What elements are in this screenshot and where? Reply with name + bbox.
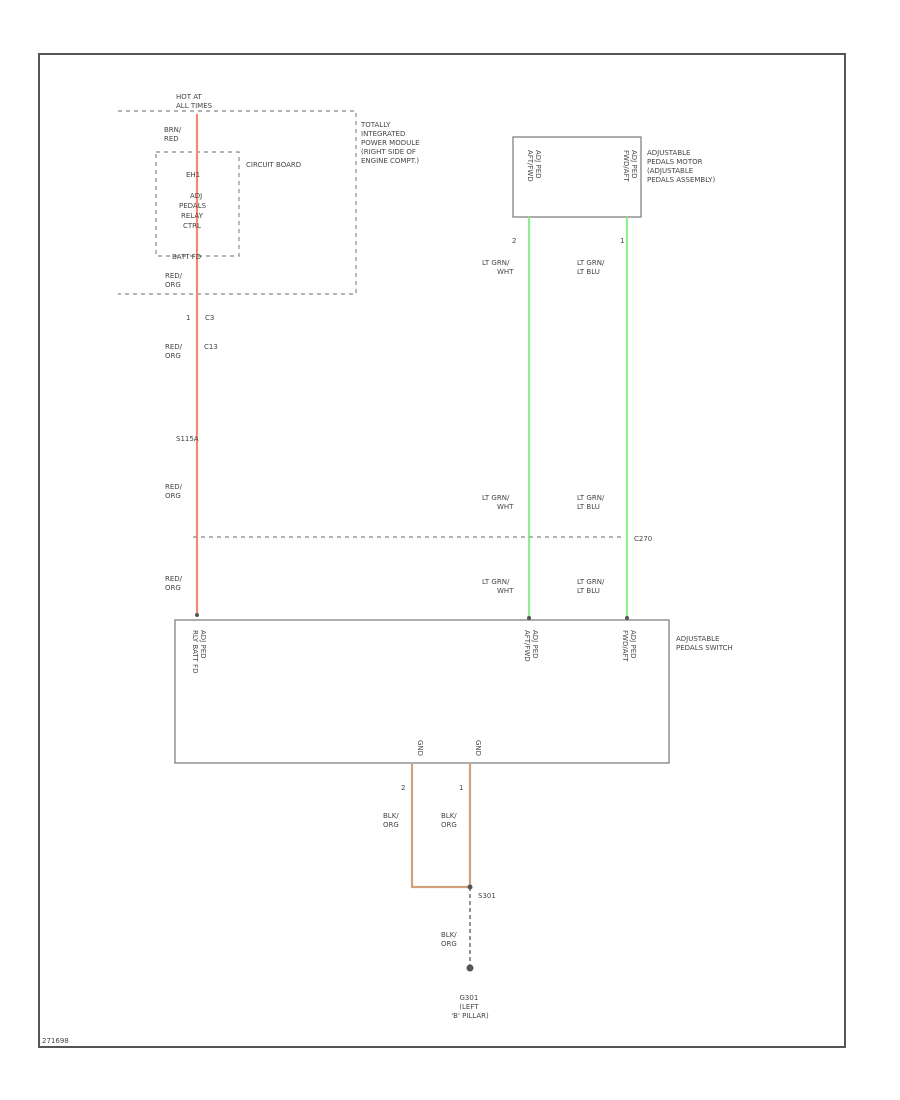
motor-pin-right-number: 1 (620, 237, 624, 245)
ground-splice-label: S301 (478, 892, 496, 900)
tipm-enclosure (118, 110, 357, 295)
relay-out-wire-label: RED/ORG (165, 272, 183, 289)
tipm-label: TOTALLY INTEGRATED POWER MODULE (RIGHT S… (360, 121, 422, 165)
blk-org-wire-left (410, 763, 470, 889)
ground-label: G301 (LEFT 'B' PILLAR) (451, 994, 489, 1020)
ground-point (466, 964, 474, 972)
motor-label: ADJUSTABLE PEDALS MOTOR (ADJUSTABLE PEDA… (647, 149, 715, 184)
switch-gnd-a-number: 2 (401, 784, 405, 792)
circuit-board-label: CIRCUIT BOARD (246, 161, 301, 169)
adjustable-pedals-motor-box (512, 136, 642, 218)
black-wire-label-2: BLK/ORG (441, 812, 457, 829)
green-left-label-2: LT GRN/WHT (482, 494, 514, 511)
motor-pin-left-number: 2 (512, 237, 516, 245)
splice-label: S115A (176, 435, 199, 443)
connector-c3-pin: 1 (186, 314, 190, 322)
switch-gnd-b: GND (474, 740, 482, 756)
pin-dot-green-left-bottom (527, 616, 531, 620)
green-right-label-3: LT GRN/LT BLU (577, 578, 605, 595)
relay-out-pin: BATT FD (172, 253, 201, 261)
green-right-label-2: LT GRN/LT BLU (577, 494, 605, 511)
green-right-label-1: LT GRN/LT BLU (577, 259, 605, 276)
pin-dot-green-right-bottom (625, 616, 629, 620)
green-left-label-3: LT GRN/WHT (482, 578, 514, 595)
switch-gnd-a: GND (416, 740, 424, 756)
relay-in-wire-label: BRN/RED (164, 126, 182, 143)
diagram-code: 271698 (42, 1037, 69, 1045)
motor-pin-right: ADJ PEDFWD/AFT (622, 150, 638, 182)
motor-pin-left: ADJ PEDAFT/FWD (526, 150, 542, 182)
switch-pin-2: ADJ PEDAFT/FWD (523, 630, 539, 662)
red-wire-label-1: RED/ORG (165, 343, 183, 360)
black-wire-label-3: BLK/ORG (441, 931, 457, 948)
red-wire-label-2: RED/ORG (165, 483, 183, 500)
switch-pin-1: ADJ PEDRLY BATT FD (191, 630, 207, 673)
black-wire-label-1: BLK/ORG (383, 812, 399, 829)
diagram-frame (38, 53, 846, 1048)
connector-c13-label: C13 (204, 343, 218, 351)
connector-c3-label: C3 (205, 314, 214, 322)
relay-description: ADJ PEDALS RELAY CTRL (179, 192, 208, 230)
connector-c270-label: C270 (634, 535, 652, 543)
pin-dot-red-bottom (195, 613, 199, 617)
red-wire-label-3: RED/ORG (165, 575, 183, 592)
green-left-label-1: LT GRN/WHT (482, 259, 514, 276)
switch-pin-3: ADJ PEDFWD/AFT (621, 630, 637, 662)
splice-dot (467, 884, 473, 890)
adjustable-pedals-switch-box (174, 619, 670, 764)
switch-gnd-b-number: 1 (459, 784, 463, 792)
relay-id: EH1 (186, 171, 200, 179)
